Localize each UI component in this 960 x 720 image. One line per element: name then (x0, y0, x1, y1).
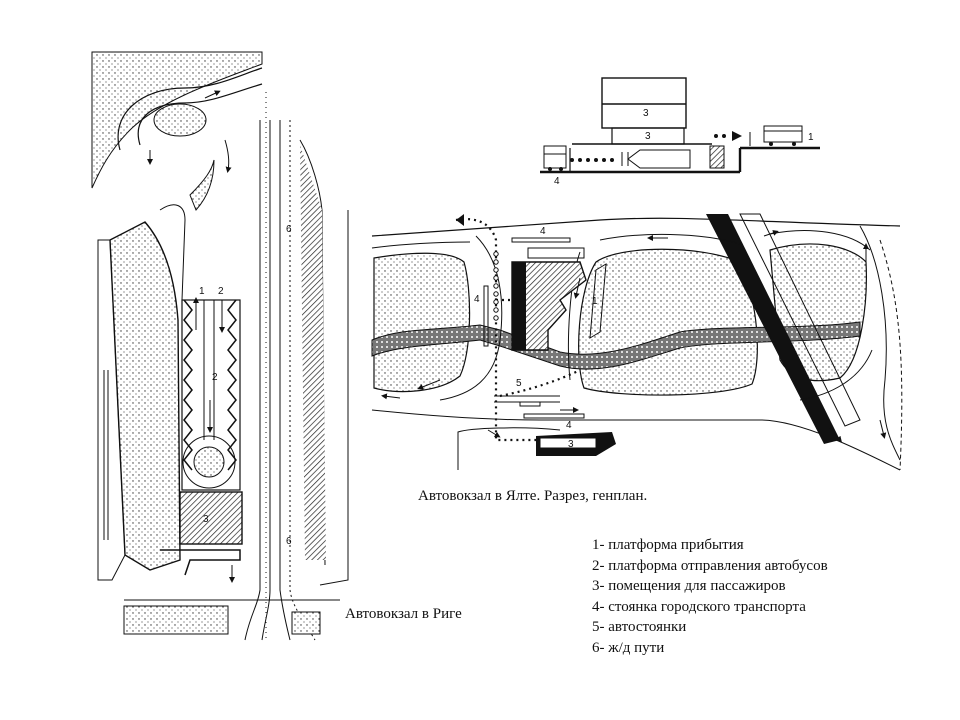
section-stairs (709, 145, 725, 169)
legend-item-4: 4- стоянка городского транспорта (592, 598, 806, 615)
yalta-label-4-left: 4 (474, 294, 480, 305)
riga-rail-hatch (300, 145, 326, 560)
yalta-stop-4-bottom (523, 413, 585, 419)
yalta-section: 3 3 1 4 (540, 77, 820, 187)
section-label-4: 4 (554, 176, 560, 187)
yalta-dotted-route (455, 218, 581, 442)
section-dotted-route (570, 134, 726, 162)
section-bus-left (543, 145, 567, 171)
section-building-upper (601, 77, 687, 129)
riga-plan: 1 2 2 3 6 6 (91, 51, 349, 641)
legend-item-1: 1- платформа прибытия (592, 537, 744, 553)
riga-label-6: 6 (286, 224, 292, 235)
yalta-overpass (706, 214, 840, 444)
section-label-3-upper: 3 (643, 108, 649, 119)
riga-platform-sawtooth-right (227, 299, 237, 471)
legend: 1- платформа прибытия 2- платформа отпра… (592, 535, 828, 658)
yalta-label-3: 3 (568, 439, 574, 450)
riga-label-2b: 2 (212, 372, 218, 383)
yalta-route-circles (493, 251, 499, 321)
section-label-1: 1 (808, 132, 814, 143)
riga-railway (244, 120, 349, 641)
riga-platform-sawtooth-left (183, 299, 193, 471)
yalta-label-4-bottom: 4 (566, 420, 572, 431)
yalta-stop-4-top (511, 237, 571, 243)
riga-terrain-left (109, 221, 181, 571)
legend-item-3: 3- помещения для пассажиров (592, 578, 786, 594)
riga-loop-island (153, 103, 207, 137)
riga-label-6b: 6 (286, 536, 292, 547)
yalta-plan: 4 4 1 5 4 3 (371, 213, 903, 471)
riga-label-1: 1 (199, 286, 205, 297)
section-label-3-lower: 3 (645, 131, 651, 142)
yalta-island-left (373, 252, 471, 393)
yalta-platform-1 (589, 263, 607, 339)
riga-left-ticks (103, 370, 109, 540)
legend-item-5: 5- автостоянки (592, 619, 687, 635)
legend-item-2: 2- платформа отправления автобусов (592, 557, 828, 574)
riga-platform-area (181, 299, 241, 491)
riga-label-3: 3 (203, 514, 209, 525)
yalta-label-1: 1 (592, 296, 598, 307)
riga-label-2: 2 (218, 286, 224, 297)
riga-island-small (189, 159, 215, 211)
caption-riga: Автовокзал в Риге (345, 606, 462, 622)
riga-bottom-block (123, 605, 229, 635)
riga-loop-road (117, 67, 263, 151)
yalta-river (371, 321, 861, 370)
riga-traffic-arrows (147, 90, 235, 583)
section-people (621, 132, 751, 166)
yalta-parking-5 (494, 395, 560, 403)
riga-passenger-building (179, 491, 243, 545)
yalta-terminal-building (511, 247, 587, 351)
section-bus-right (763, 125, 803, 146)
yalta-label-4-top: 4 (540, 226, 546, 237)
riga-roundabout (193, 446, 225, 478)
yalta-stop-4-left (483, 285, 489, 347)
yalta-label-5: 5 (516, 378, 522, 389)
section-ramp (627, 149, 691, 169)
legend-item-6: 6- ж/д пути (592, 639, 665, 656)
caption-yalta: Автовокзал в Ялте. Разрез, генплан. (418, 488, 648, 504)
yalta-traffic-arrows (381, 230, 887, 443)
